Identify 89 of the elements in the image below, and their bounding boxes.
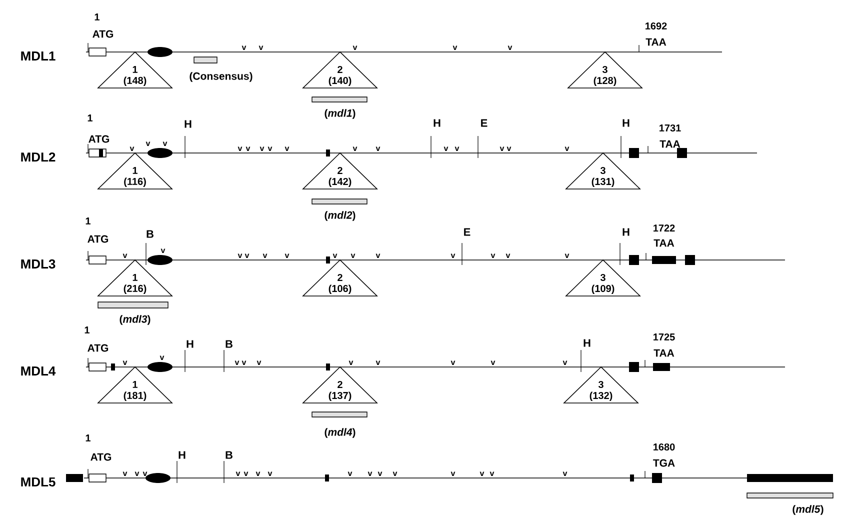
position-number: 1722 xyxy=(654,224,675,232)
gene-name: MDL5 xyxy=(21,477,56,487)
codon-label: ATG xyxy=(88,235,108,243)
v-mark: v xyxy=(244,254,250,258)
v-mark: v xyxy=(392,472,398,476)
position-number: 1692 xyxy=(646,22,667,30)
probe-label: (mdl3) xyxy=(120,315,150,325)
v-mark: v xyxy=(508,46,512,50)
v-mark: v xyxy=(480,472,484,476)
codon-label: ATG xyxy=(88,135,110,143)
position-number: 1725 xyxy=(654,333,675,341)
site-letter: H xyxy=(622,228,630,236)
position-number: 1 xyxy=(86,434,91,442)
v-mark: v xyxy=(268,146,272,151)
v-mark: v xyxy=(490,254,496,258)
v-mark: v xyxy=(234,360,240,365)
probe-label: (Consensus) xyxy=(190,72,252,82)
v-mark: v xyxy=(238,146,242,151)
site-letter: H xyxy=(584,339,590,347)
v-mark: v xyxy=(506,254,510,258)
v-mark: v xyxy=(450,360,456,365)
v-mark: v xyxy=(506,146,512,151)
site-letter: H xyxy=(184,120,192,128)
codon-label: TAA xyxy=(660,140,680,148)
position-number: 1680 xyxy=(654,443,675,451)
v-mark: v xyxy=(268,472,272,476)
v-mark: v xyxy=(258,46,264,50)
site-letter: B xyxy=(146,230,154,238)
v-mark: v xyxy=(452,46,458,50)
codon-label: TAA xyxy=(646,38,666,46)
v-mark: v xyxy=(376,360,380,365)
v-mark: v xyxy=(242,46,246,50)
codon-label: ATG xyxy=(90,453,112,461)
gene-name: MDL4 xyxy=(21,366,56,376)
v-mark: v xyxy=(376,146,380,151)
codon-label: TGA xyxy=(653,459,675,467)
v-mark: v xyxy=(284,254,290,258)
v-mark: v xyxy=(256,360,262,365)
gene-name: MDL1 xyxy=(21,52,56,60)
site-letter: H xyxy=(434,119,440,127)
v-mark: v xyxy=(242,360,246,365)
v-mark: v xyxy=(444,146,448,151)
v-mark: v xyxy=(134,472,140,476)
v-mark: v xyxy=(450,254,456,258)
v-mark: v xyxy=(490,360,496,365)
site-letter: H xyxy=(186,340,194,348)
v-mark: v xyxy=(490,472,494,476)
v-mark: v xyxy=(284,146,290,151)
position-number: 1 xyxy=(84,326,90,334)
codon-label: ATG xyxy=(92,30,114,38)
v-mark: v xyxy=(564,146,570,151)
codon-label: ATG xyxy=(88,344,108,352)
v-mark: v xyxy=(256,472,260,476)
probe-label: (mdl5) xyxy=(792,505,824,515)
site-letter: H xyxy=(622,119,630,127)
site-letter: H xyxy=(178,451,186,459)
position-number: 1 xyxy=(88,114,93,122)
v-mark: v xyxy=(500,146,504,151)
position-number: 1731 xyxy=(660,124,681,132)
v-mark: v xyxy=(142,472,148,476)
probe-label: (mdl2) xyxy=(324,211,356,221)
position-number: 1 xyxy=(94,14,100,20)
v-mark: v xyxy=(122,472,128,476)
v-mark: v xyxy=(376,254,380,258)
site-letter: E xyxy=(481,119,488,127)
codon-label: TAA xyxy=(654,239,674,247)
v-mark: v xyxy=(564,254,570,258)
site-letter: E xyxy=(464,228,470,236)
codon-label: TAA xyxy=(654,349,674,357)
v-mark: v xyxy=(450,472,456,476)
probe-label: (mdl1) xyxy=(324,109,356,119)
v-mark: v xyxy=(368,472,372,476)
v-mark: v xyxy=(246,146,250,151)
gene-name: MDL3 xyxy=(21,259,56,269)
v-mark: v xyxy=(348,472,352,476)
probe-label: (mdl4) xyxy=(324,428,356,438)
site-letter: B xyxy=(226,451,232,459)
v-mark: v xyxy=(244,472,248,476)
site-letter: B xyxy=(226,340,232,348)
v-mark: v xyxy=(260,146,264,151)
v-mark: v xyxy=(238,254,242,258)
v-mark: v xyxy=(562,360,568,365)
v-mark: v xyxy=(562,472,568,476)
v-mark: v xyxy=(454,146,460,151)
v-mark: v xyxy=(262,254,268,258)
position-number: 1 xyxy=(86,218,91,224)
gene-name: MDL2 xyxy=(21,152,56,162)
v-mark: v xyxy=(236,472,240,476)
v-mark: v xyxy=(378,472,382,476)
